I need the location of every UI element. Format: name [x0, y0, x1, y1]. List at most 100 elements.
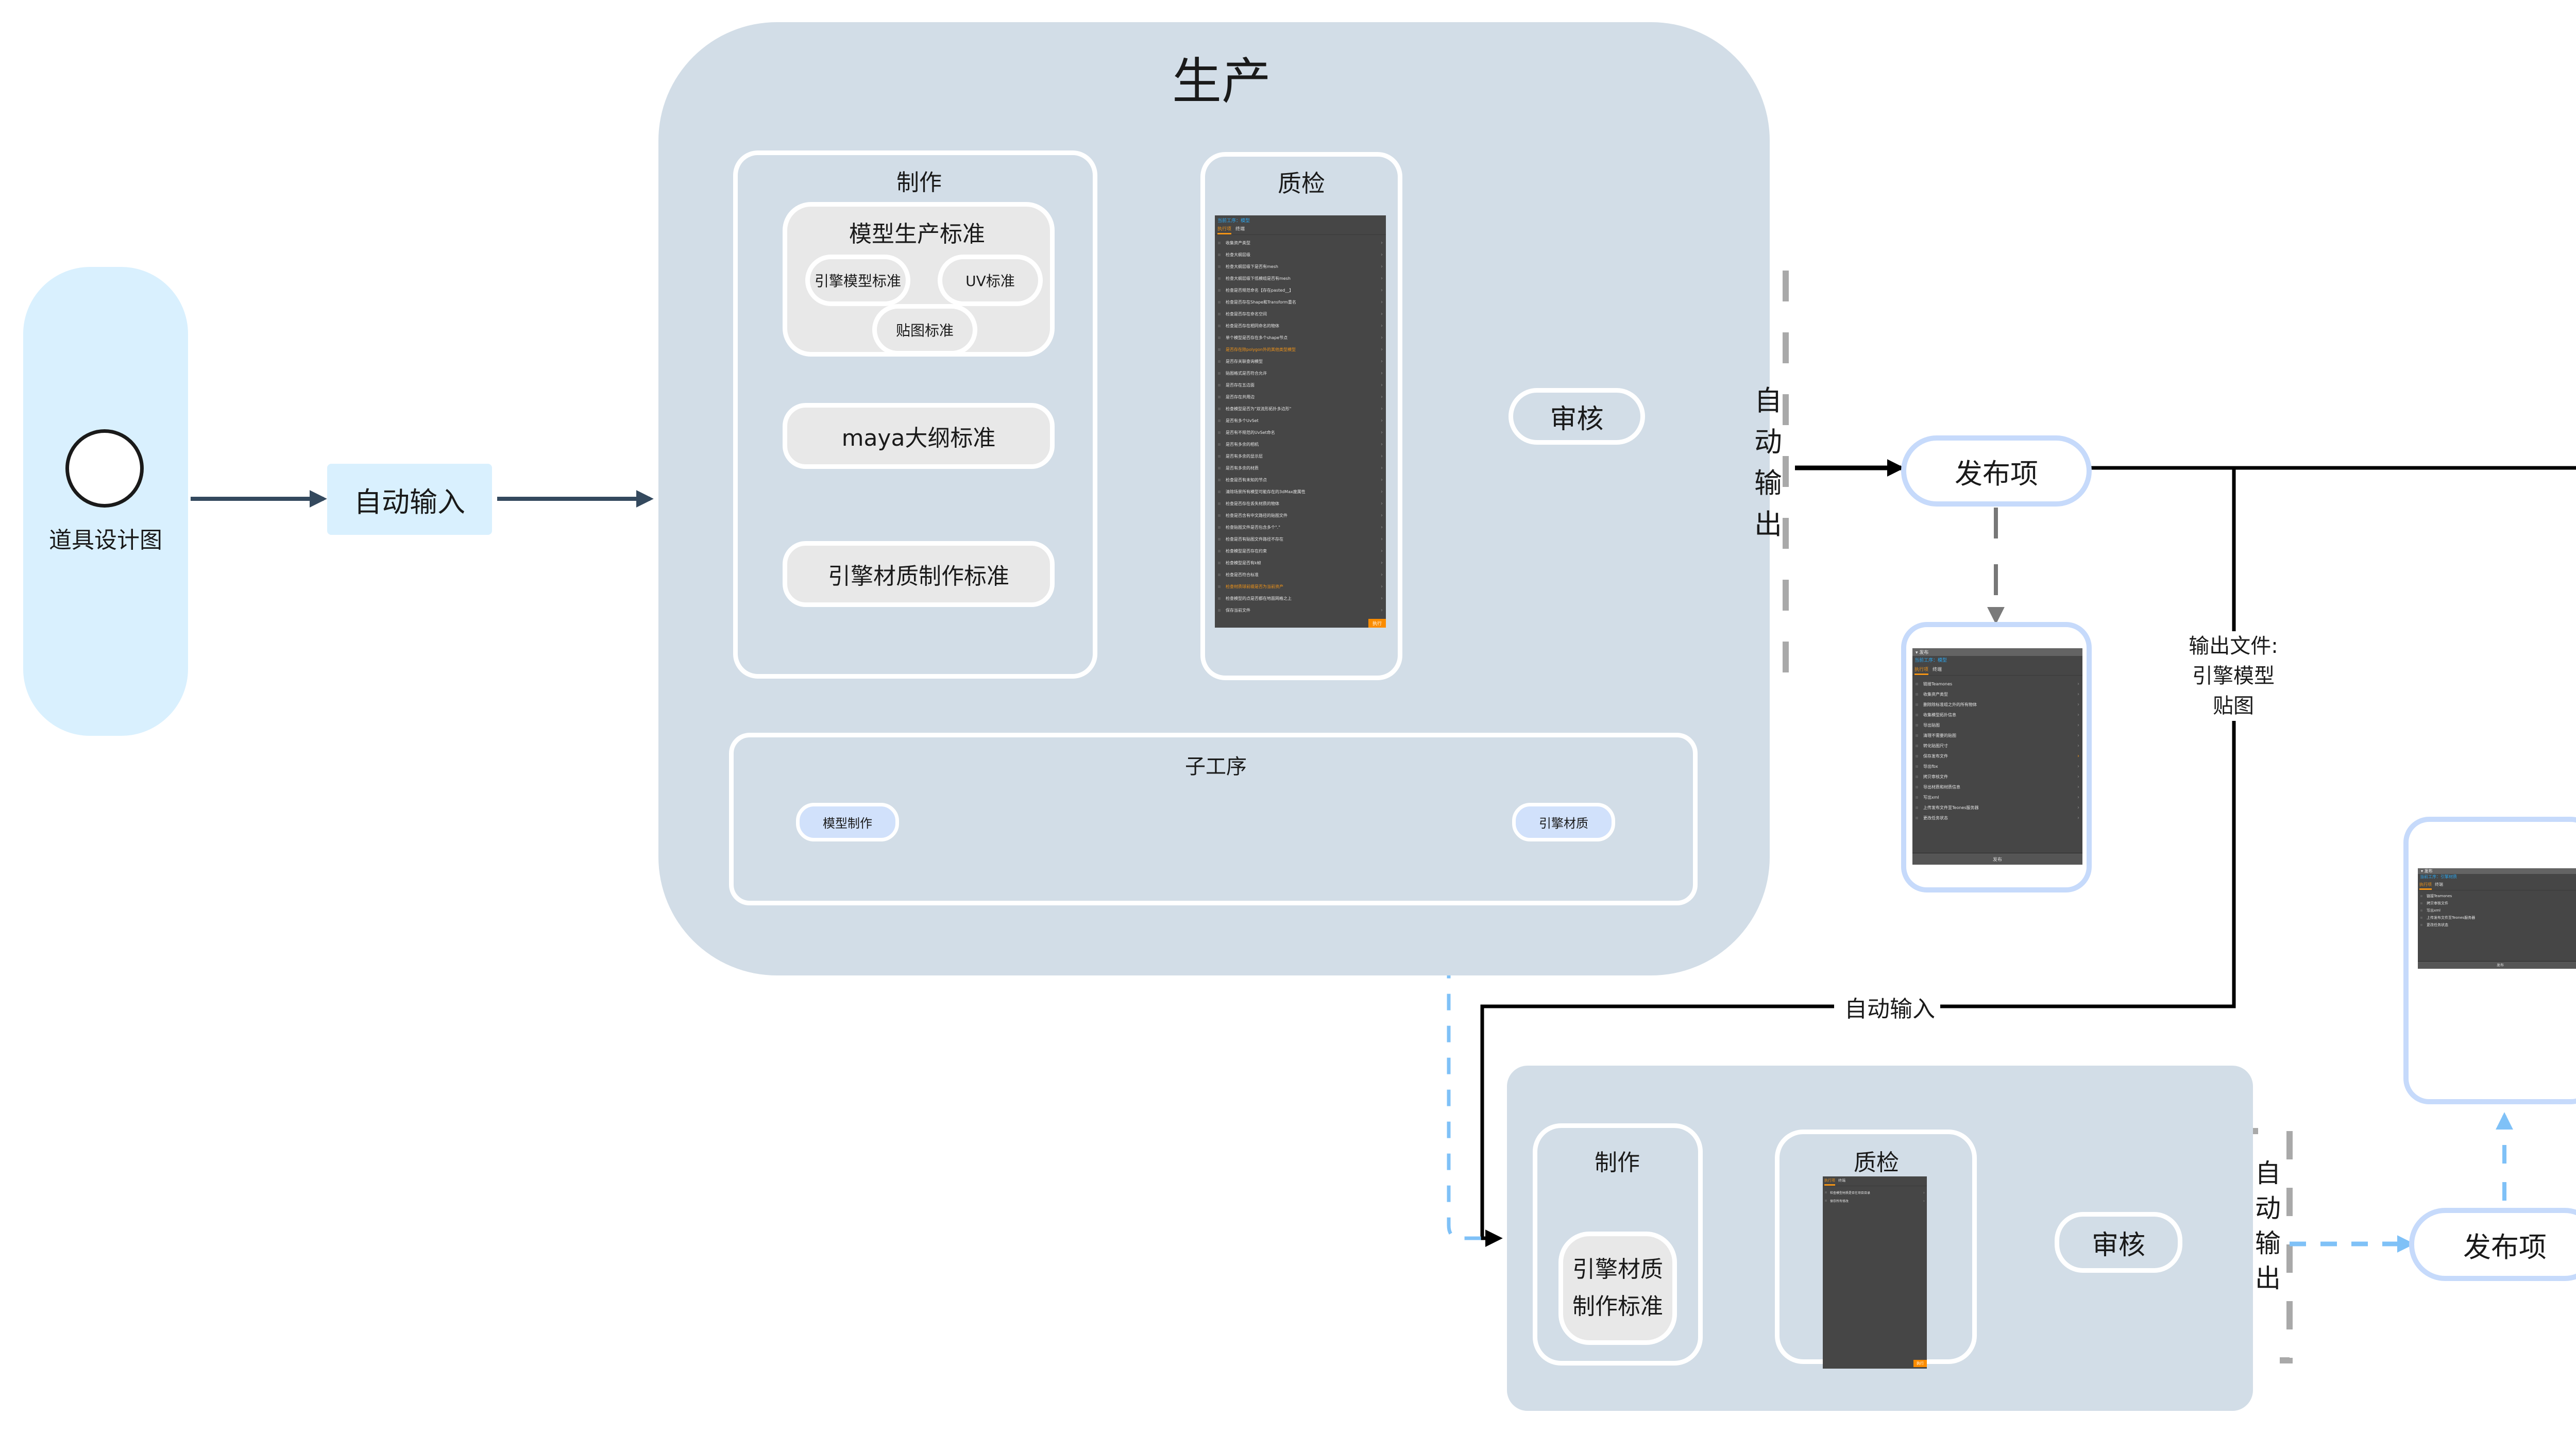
chevron-right-icon[interactable]: ›	[1381, 572, 1383, 578]
checkbox-icon[interactable]	[1218, 265, 1221, 268]
panel-list-item[interactable]: 检查模型是否为"双流形拓扑多边形"›	[1215, 403, 1386, 415]
chevron-right-icon[interactable]: ›	[1381, 453, 1383, 459]
chevron-right-icon[interactable]: ›	[1381, 501, 1383, 507]
chevron-right-icon[interactable]: ›	[1381, 442, 1383, 447]
tab-terminal[interactable]: 终端	[2435, 882, 2443, 887]
checkbox-icon[interactable]	[1218, 502, 1221, 505]
chevron-right-icon[interactable]: ›	[2077, 712, 2079, 718]
checkbox-icon[interactable]	[1825, 1191, 1827, 1193]
review-node[interactable]: 审核	[1509, 388, 1645, 445]
chevron-right-icon[interactable]: ›	[1381, 252, 1383, 258]
chevron-right-icon[interactable]: ›	[1381, 394, 1383, 400]
checkbox-icon[interactable]	[1825, 1200, 1827, 1202]
panel-list-item[interactable]: 检查是否规范命名【存在pasted__】›	[1215, 284, 1386, 296]
checkbox-icon[interactable]	[1218, 562, 1221, 564]
checkbox-icon[interactable]	[2420, 902, 2422, 904]
panel-list-item[interactable]: 是否存在共用边›	[1215, 391, 1386, 403]
checkbox-icon[interactable]	[1218, 585, 1221, 588]
panel-list-item[interactable]: 检查是否存在Shape和Transform重名›	[1215, 296, 1386, 308]
chevron-right-icon[interactable]: ›	[1381, 477, 1383, 483]
checkbox-icon[interactable]	[1916, 713, 1918, 716]
tab-terminal[interactable]: 终端	[1933, 667, 1942, 672]
panel-list-item[interactable]: 收集模型拓扑信息›	[1912, 710, 2082, 720]
checkbox-icon[interactable]	[1218, 550, 1221, 552]
panel-list-item[interactable]: 检查大纲层级›	[1215, 249, 1386, 261]
chevron-right-icon[interactable]: ›	[1381, 276, 1383, 281]
checkbox-icon[interactable]	[1218, 431, 1221, 434]
tab-terminal[interactable]: 终端	[1235, 227, 1245, 232]
chevron-right-icon[interactable]: ›	[2077, 794, 2079, 800]
panel-list-item[interactable]: 检查贴图文件是否包含多个"."›	[1215, 521, 1386, 533]
panel-list-item[interactable]: 更改任务状态›	[2418, 921, 2576, 929]
panel-list-item[interactable]: 检查模型的点是否都在地面网格之上›	[1215, 593, 1386, 604]
uv-standard-pill[interactable]: UV标准	[938, 255, 1043, 306]
chevron-right-icon[interactable]: ›	[1381, 465, 1383, 471]
collapse-triangle-icon[interactable]: ▾	[2421, 869, 2425, 873]
panel-list-item[interactable]: 保存发布文件›	[1912, 751, 2082, 761]
panel-list-item[interactable]: 保存当前文件›	[1215, 604, 1386, 616]
checkbox-icon[interactable]	[1218, 597, 1221, 600]
chevron-right-icon[interactable]: ›	[1381, 335, 1383, 341]
checkbox-icon[interactable]	[1218, 538, 1221, 541]
maya-outline-standard-box[interactable]: maya大纲标准	[783, 403, 1055, 469]
chevron-right-icon[interactable]: ›	[1381, 525, 1383, 530]
panel-list-item[interactable]: 单个模型是否存在多个shape节点›	[1215, 332, 1386, 344]
checkbox-icon[interactable]	[1218, 325, 1221, 327]
panel-list-item[interactable]: 检查是否符合标准›	[1215, 569, 1386, 581]
checkbox-icon[interactable]	[1218, 372, 1221, 375]
checkbox-icon[interactable]	[1218, 467, 1221, 469]
checkbox-icon[interactable]	[1218, 313, 1221, 315]
panel-list-item[interactable]: 是否有不规范的UvSet命名›	[1215, 427, 1386, 439]
collapse-triangle-icon[interactable]: ▾	[1916, 650, 1920, 655]
chevron-right-icon[interactable]: ›	[2077, 701, 2079, 707]
chevron-right-icon[interactable]: ›	[1381, 240, 1383, 246]
checkbox-icon[interactable]	[1916, 806, 1918, 809]
panel-list-item[interactable]: 是否存在五边面›	[1215, 379, 1386, 391]
panel-list-item[interactable]: 检查是否有未知的节点›	[1215, 474, 1386, 486]
checkbox-icon[interactable]	[1218, 455, 1221, 458]
panel-list-item[interactable]: 上传发布文件至Teones服务器›	[1912, 802, 2082, 813]
panel-list-item[interactable]: 收集资产类型›	[1215, 237, 1386, 249]
panel-list-item[interactable]: 清除场景所有模型可能存在的3dMax废属性›	[1215, 486, 1386, 498]
panel-list-item[interactable]: 是否有多个UvSet›	[1215, 415, 1386, 427]
checkbox-icon[interactable]	[1916, 703, 1918, 706]
panel-list-item[interactable]: 写出xml›	[2418, 907, 2576, 914]
panel-list-item[interactable]: 检查大纲层级下是否有mesh›	[1215, 261, 1386, 273]
chevron-right-icon[interactable]: ›	[2077, 763, 2079, 769]
checkbox-icon[interactable]	[1218, 301, 1221, 304]
chevron-right-icon[interactable]: ›	[1381, 430, 1383, 435]
engine-model-standard-pill[interactable]: 引擎模型标准	[805, 255, 910, 306]
chevron-right-icon[interactable]: ›	[2077, 815, 2079, 821]
chevron-right-icon[interactable]: ›	[2077, 681, 2079, 687]
checkbox-icon[interactable]	[1916, 723, 1918, 727]
panel-list-item[interactable]: 删除除标准组之外的所有物体›	[1912, 699, 2082, 710]
chevron-right-icon[interactable]: ›	[1381, 264, 1383, 269]
checkbox-icon[interactable]	[1916, 796, 1918, 799]
tab-execute-items[interactable]: 执行项	[1824, 1178, 1835, 1186]
chevron-right-icon[interactable]: ›	[2077, 691, 2079, 697]
chevron-right-icon[interactable]: ›	[1381, 418, 1383, 424]
chevron-right-icon[interactable]: ›	[2077, 804, 2079, 811]
checkbox-icon[interactable]	[1218, 609, 1221, 612]
panel-list-item[interactable]: 链接Teamones›	[2418, 892, 2576, 900]
chevron-right-icon[interactable]: ›	[1381, 370, 1383, 376]
chevron-right-icon[interactable]: ›	[1923, 1198, 1925, 1203]
checkbox-icon[interactable]	[1218, 254, 1221, 256]
panel-list-item[interactable]: 更改任务状态›	[1912, 813, 2082, 823]
texture-standard-pill[interactable]: 贴图标准	[872, 304, 977, 356]
panel-list-item[interactable]: 导出贴图›	[1912, 720, 2082, 730]
publish-button[interactable]: 发布	[1912, 853, 2082, 865]
panel-list-item[interactable]: 收集资产类型›	[1912, 689, 2082, 699]
checkbox-icon[interactable]	[2420, 917, 2422, 919]
checkbox-icon[interactable]	[1916, 785, 1918, 788]
checkbox-icon[interactable]	[1916, 744, 1918, 747]
checkbox-icon[interactable]	[1218, 277, 1221, 280]
subprocess-node-engine-material[interactable]: 引擎材质	[1512, 803, 1615, 841]
checkbox-icon[interactable]	[2420, 909, 2422, 912]
panel-list-item[interactable]: 写出xml›	[1912, 792, 2082, 802]
chevron-right-icon[interactable]: ›	[1381, 382, 1383, 388]
panel-list-item[interactable]: 是否有多余的显示层›	[1215, 450, 1386, 462]
chevron-right-icon[interactable]: ›	[2077, 743, 2079, 749]
chevron-right-icon[interactable]: ›	[1381, 608, 1383, 613]
chevron-right-icon[interactable]: ›	[2077, 753, 2079, 759]
